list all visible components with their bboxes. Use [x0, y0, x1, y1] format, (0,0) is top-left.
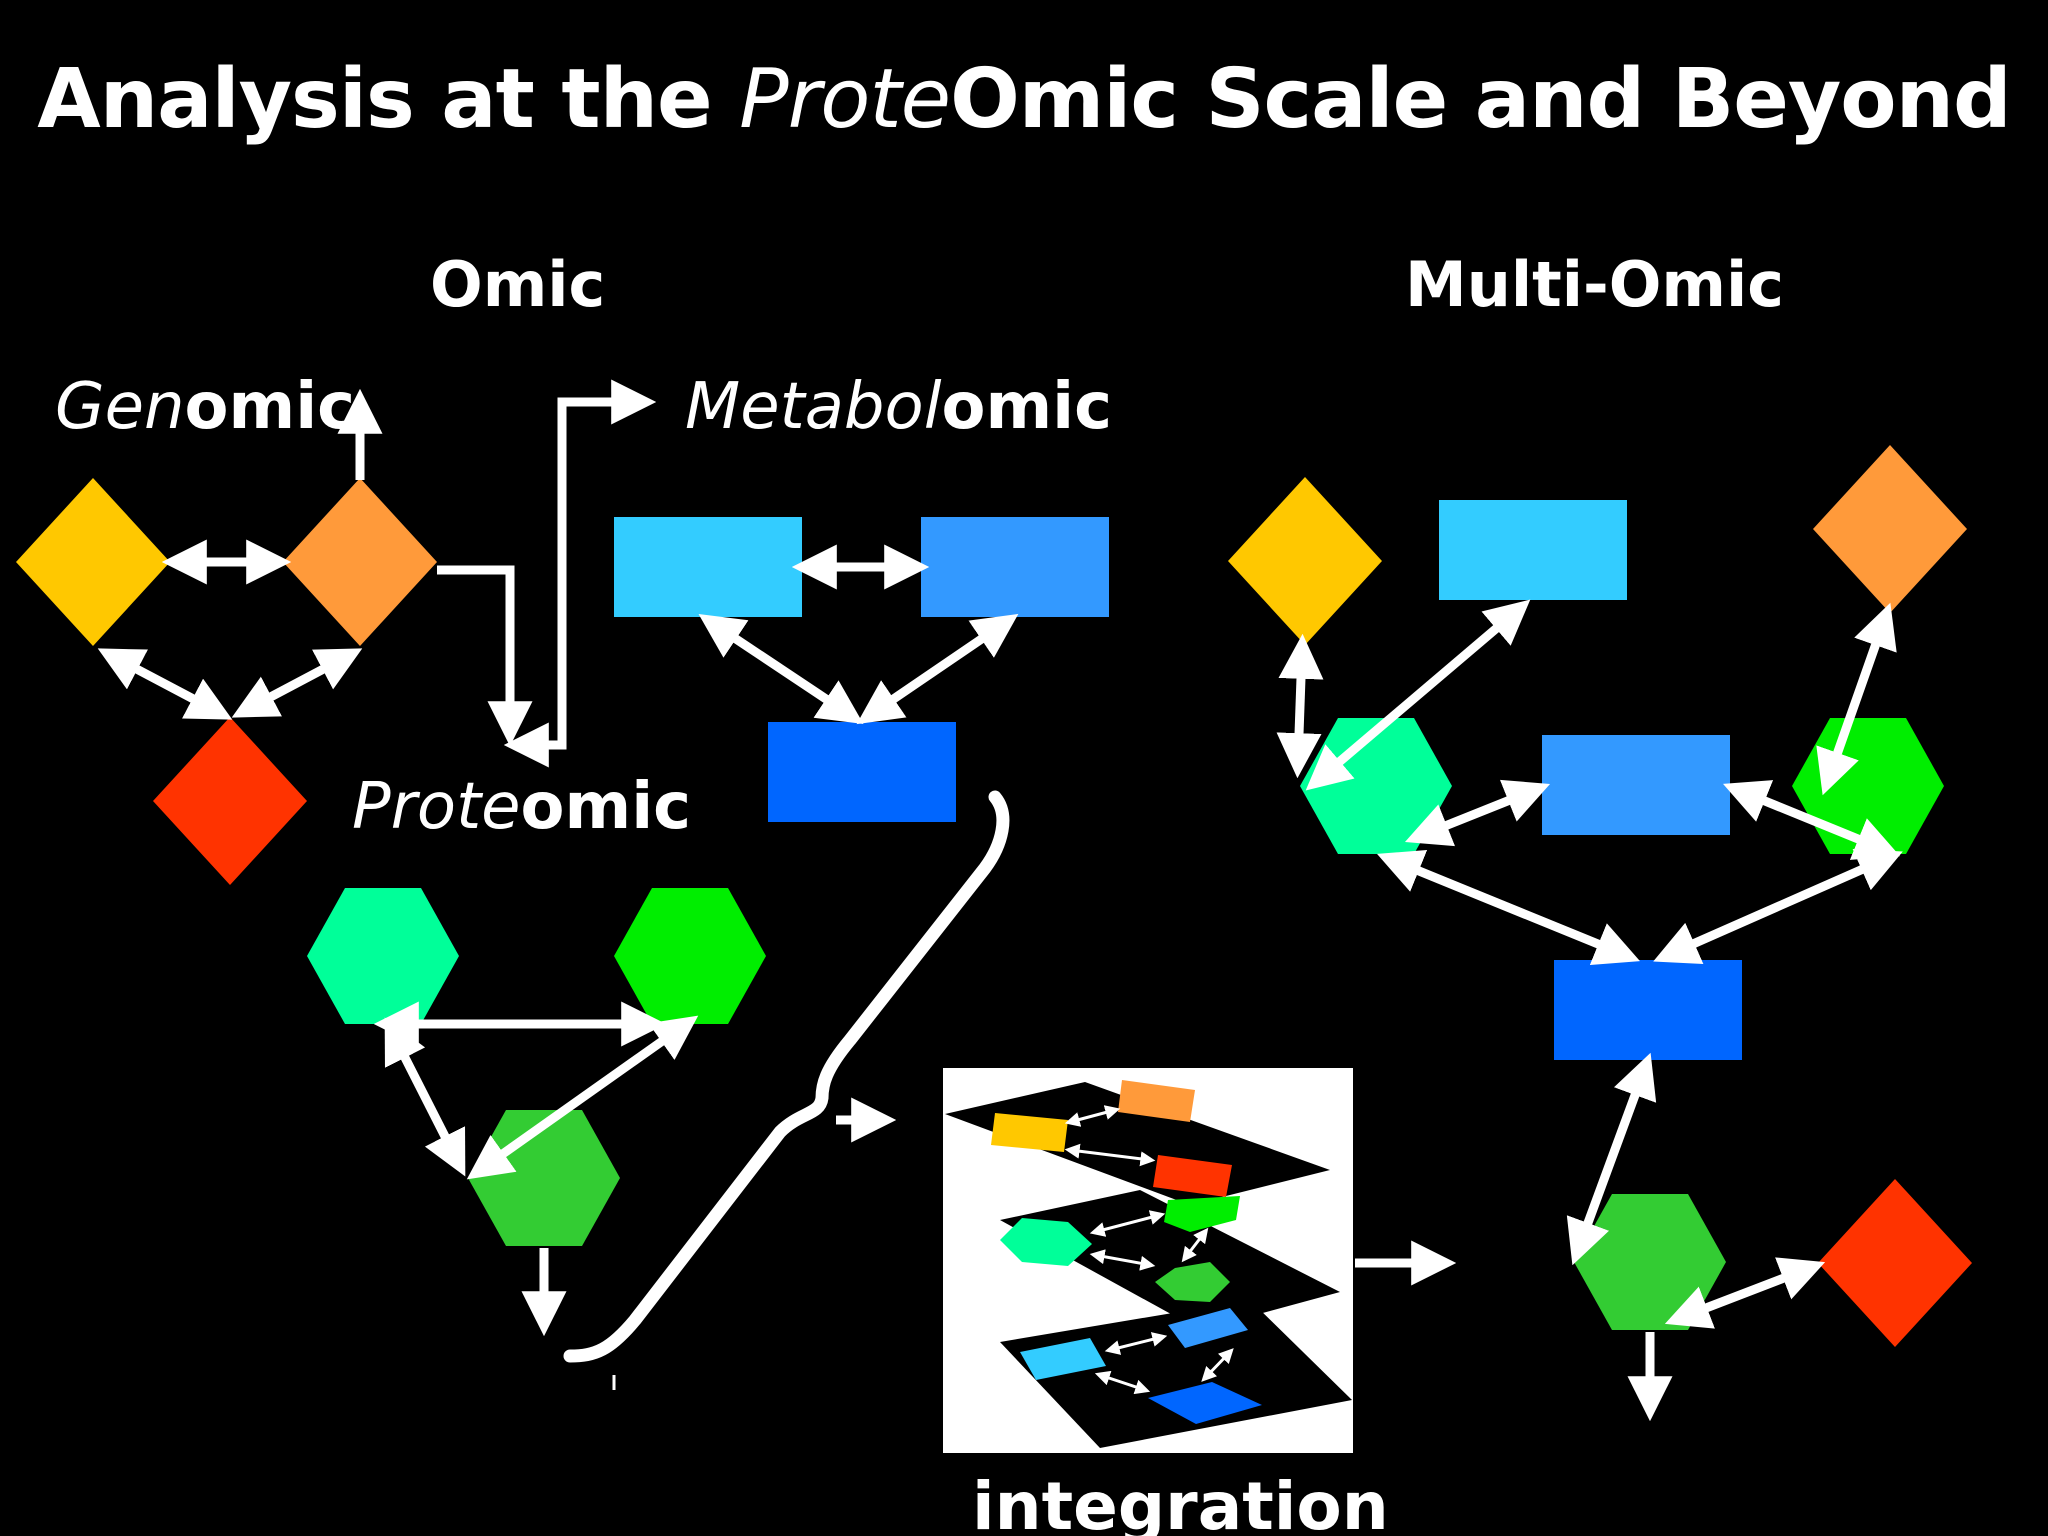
multi-metab-mid — [1542, 735, 1730, 835]
mini-prot-mid — [1155, 1262, 1230, 1302]
proteomic-label: Proteomic — [352, 770, 692, 844]
arrow-protein-to-metabolomic — [503, 379, 657, 768]
arrow-multi-teal-dark — [1376, 850, 1641, 965]
arrow-multi-yellow-teal — [1276, 633, 1324, 779]
prot-hex-mid — [468, 1110, 620, 1246]
slide-title: Analysis at the ProteOmic Scale and Beyo… — [37, 52, 2011, 147]
arrow-gene-to-protein — [437, 565, 533, 747]
multi-omic-heading: Multi-Omic — [1405, 248, 1785, 321]
mini-metab-mid — [1168, 1308, 1248, 1348]
mini-arrow-7 — [1094, 1370, 1151, 1395]
arrow-prot-teal-mid — [384, 1017, 466, 1177]
multi-metab-dark — [1554, 960, 1742, 1060]
mini-arrow-3 — [1089, 1210, 1166, 1237]
mini-arrow-2 — [1064, 1143, 1156, 1167]
multi-gene-orange — [1813, 445, 1967, 613]
gene-diamond-red — [153, 717, 307, 885]
integration-label: integration — [972, 1468, 1389, 1536]
metab-rect-dark — [768, 722, 956, 822]
multi-prot-green — [1792, 718, 1944, 854]
metabolomic-network — [614, 517, 1109, 822]
arrow-gene-red-orange — [231, 648, 363, 718]
arrow-multi-teal-mid — [1404, 779, 1551, 847]
integration-plane-metabolomic — [1000, 1300, 1352, 1448]
arrow-multi-teal-light — [1305, 599, 1531, 791]
curly-brace — [563, 790, 1010, 1363]
mini-gene-red — [1153, 1155, 1232, 1197]
mini-prot-teal — [1000, 1218, 1092, 1266]
mini-arrow-6 — [1104, 1332, 1168, 1355]
mini-gene-orange — [1118, 1080, 1195, 1122]
metab-rect-light — [614, 517, 802, 617]
prot-hex-green — [614, 888, 766, 1024]
arrow-multi-mid-green — [1723, 780, 1900, 860]
gene-diamond-orange — [283, 478, 437, 646]
arrow-gene-yellow-red — [97, 648, 233, 720]
integration-plane-genomic — [945, 1082, 1330, 1205]
arrow-multi-dark-prot — [1566, 1052, 1657, 1266]
genomic-label: Genomic — [55, 370, 356, 444]
omic-heading: Omic — [430, 248, 606, 321]
multi-gene-yellow — [1228, 477, 1382, 645]
arrow-multi-orange-green — [1816, 602, 1897, 796]
metabolomic-label: Metabolomic — [685, 370, 1112, 444]
arrow-metab-mid-dark — [856, 613, 1019, 725]
integration-panel — [943, 1068, 1353, 1453]
mini-prot-green — [1164, 1196, 1240, 1232]
mini-arrow-4 — [1089, 1249, 1156, 1271]
mini-gene-yellow — [991, 1113, 1068, 1152]
mini-arrow-8 — [1201, 1348, 1234, 1382]
arrow-multi-prot-red — [1664, 1257, 1826, 1329]
multi-metab-light — [1439, 500, 1627, 600]
mini-arrow-5 — [1181, 1227, 1209, 1263]
proteomic-network — [307, 888, 766, 1337]
multi-omic-network — [1228, 445, 1972, 1422]
mini-metab-dark — [1148, 1382, 1262, 1424]
metab-rect-mid — [921, 517, 1109, 617]
mini-arrow-1 — [1064, 1105, 1121, 1127]
gene-diamond-yellow — [16, 478, 170, 646]
genomic-network — [16, 379, 657, 885]
mini-metab-light — [1020, 1338, 1106, 1380]
arrow-prot-green-mid — [466, 1015, 699, 1180]
arrow-multi-green-dark — [1653, 849, 1903, 964]
prot-hex-teal — [307, 888, 459, 1024]
arrow-metab-light-dark — [698, 614, 864, 724]
multi-gene-red — [1818, 1179, 1972, 1347]
integration-plane-proteomic — [1000, 1190, 1340, 1330]
